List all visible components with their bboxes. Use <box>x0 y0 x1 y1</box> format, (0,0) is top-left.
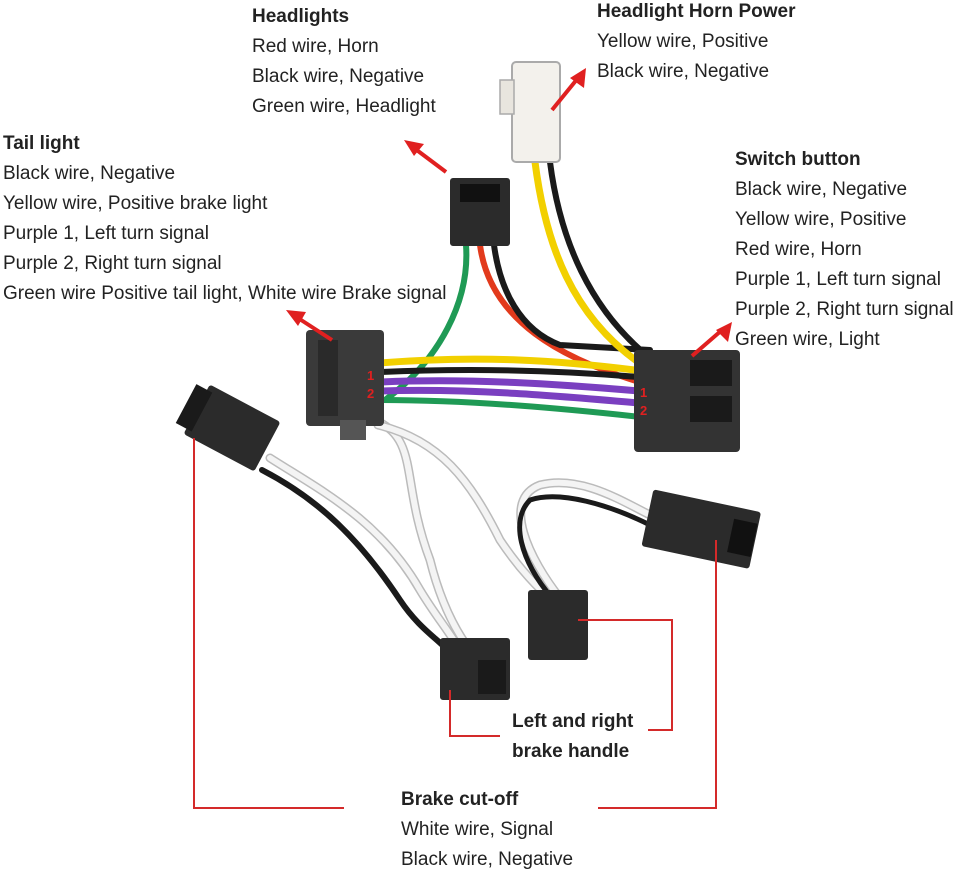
callout-brake-handle-right <box>578 619 673 731</box>
brake-cutoff-connector <box>175 384 280 471</box>
switch-button-line-4: Purple 1, Left turn signal <box>735 269 941 290</box>
brake-cutoff-right-connector <box>641 489 761 569</box>
horn-power-label: Headlight Horn Power Yellow wire, Positi… <box>597 0 795 87</box>
switch-button-line-1: Black wire, Negative <box>735 179 908 200</box>
pin-mark-left-1: 1 <box>367 368 374 383</box>
tail-light-connector-face <box>318 340 338 416</box>
callout-lines <box>193 438 717 809</box>
wire-white-cutoff-core <box>267 455 463 653</box>
wire-black-trunk <box>377 367 653 381</box>
brake-cutoff-line-1: White wire, Signal <box>401 819 554 840</box>
wire-white-trunk-a-core <box>372 417 473 653</box>
wire-white-brake-right-core <box>517 479 653 601</box>
tail-light-line-4: Purple 2, Right turn signal <box>3 253 222 274</box>
horn-power-title: Headlight Horn Power <box>597 1 796 22</box>
horn-power-connector <box>511 61 561 163</box>
switch-button-line-2: Yellow wire, Positive <box>735 209 907 230</box>
brake-cutoff-line-2: Black wire, Negative <box>401 849 574 870</box>
brake-cutoff-title: Brake cut-off <box>401 789 519 810</box>
headlight-connector-slot <box>460 184 500 202</box>
switch-button-connector-slot-2 <box>690 396 732 422</box>
arrow-switch-button <box>690 322 732 358</box>
switch-button-line-5: Purple 2, Right turn signal <box>735 299 954 320</box>
brake-handle-title-1: Left and right <box>512 711 634 732</box>
headlights-label: Headlights Red wire, Horn Black wire, Ne… <box>252 2 436 122</box>
arrows <box>286 68 732 358</box>
brake-handle-right-connector <box>528 590 588 660</box>
wire-white-trunk-b-core <box>375 422 555 603</box>
switch-button-connector-slot <box>690 360 732 386</box>
headlights-title: Headlights <box>252 6 350 27</box>
wire-green-trunk <box>377 397 653 421</box>
headlights-line-1: Red wire, Horn <box>252 36 379 57</box>
callout-brake-handle-left <box>449 690 500 737</box>
switch-button-label: Switch button Black wire, Negative Yello… <box>735 145 954 355</box>
tail-light-line-5: Green wire Positive tail light, White wi… <box>3 283 447 304</box>
pin-mark-right-1: 1 <box>640 385 647 400</box>
callout-brake-cutoff-right <box>598 540 717 809</box>
switch-button-line-6: Green wire, Light <box>735 329 880 350</box>
brake-handle-title-2: brake handle <box>512 741 630 762</box>
brake-handle-label: Left and right brake handle <box>512 707 633 767</box>
tail-light-connector-clip <box>340 420 366 440</box>
horn-power-line-1: Yellow wire, Positive <box>597 31 769 52</box>
horn-power-connector-latch <box>499 79 515 115</box>
switch-button-title: Switch button <box>735 149 861 170</box>
arrow-headlights <box>404 140 448 174</box>
headlights-line-3: Green wire, Headlight <box>252 96 436 117</box>
pin-mark-left-2: 2 <box>367 386 374 401</box>
arrow-tail-light <box>286 310 334 342</box>
brake-handle-left-connector-slot <box>478 660 506 694</box>
switch-button-line-3: Red wire, Horn <box>735 239 862 260</box>
tail-light-line-3: Purple 1, Left turn signal <box>3 223 209 244</box>
tail-light-title: Tail light <box>3 133 80 154</box>
wire-black-cutoff <box>259 467 455 658</box>
wire-yellow-horn-power <box>531 158 654 374</box>
tail-light-label: Tail light Black wire, Negative Yellow w… <box>3 129 447 309</box>
connectors <box>175 61 761 700</box>
tail-light-line-1: Black wire, Negative <box>3 163 176 184</box>
wire-black-headlight <box>491 242 653 353</box>
wire-black-brake-right <box>517 494 653 601</box>
callout-brake-cutoff-left <box>193 438 344 809</box>
tail-light-line-2: Yellow wire, Positive brake light <box>3 193 268 214</box>
headlights-line-2: Black wire, Negative <box>252 66 425 87</box>
pin-marks: 1 2 1 2 <box>367 368 647 418</box>
brake-cutoff-label: Brake cut-off White wire, Signal Black w… <box>401 785 573 875</box>
wire-purple-2-trunk <box>376 386 654 408</box>
wire-yellow-trunk <box>376 355 654 376</box>
horn-power-line-2: Black wire, Negative <box>597 61 770 82</box>
wire-purple-1-trunk <box>376 377 654 396</box>
arrow-horn-power <box>550 68 586 112</box>
wire-green-headlight <box>382 242 470 403</box>
pin-mark-right-2: 2 <box>640 403 647 418</box>
wire-black-horn-power <box>547 159 653 361</box>
wires <box>259 158 655 658</box>
